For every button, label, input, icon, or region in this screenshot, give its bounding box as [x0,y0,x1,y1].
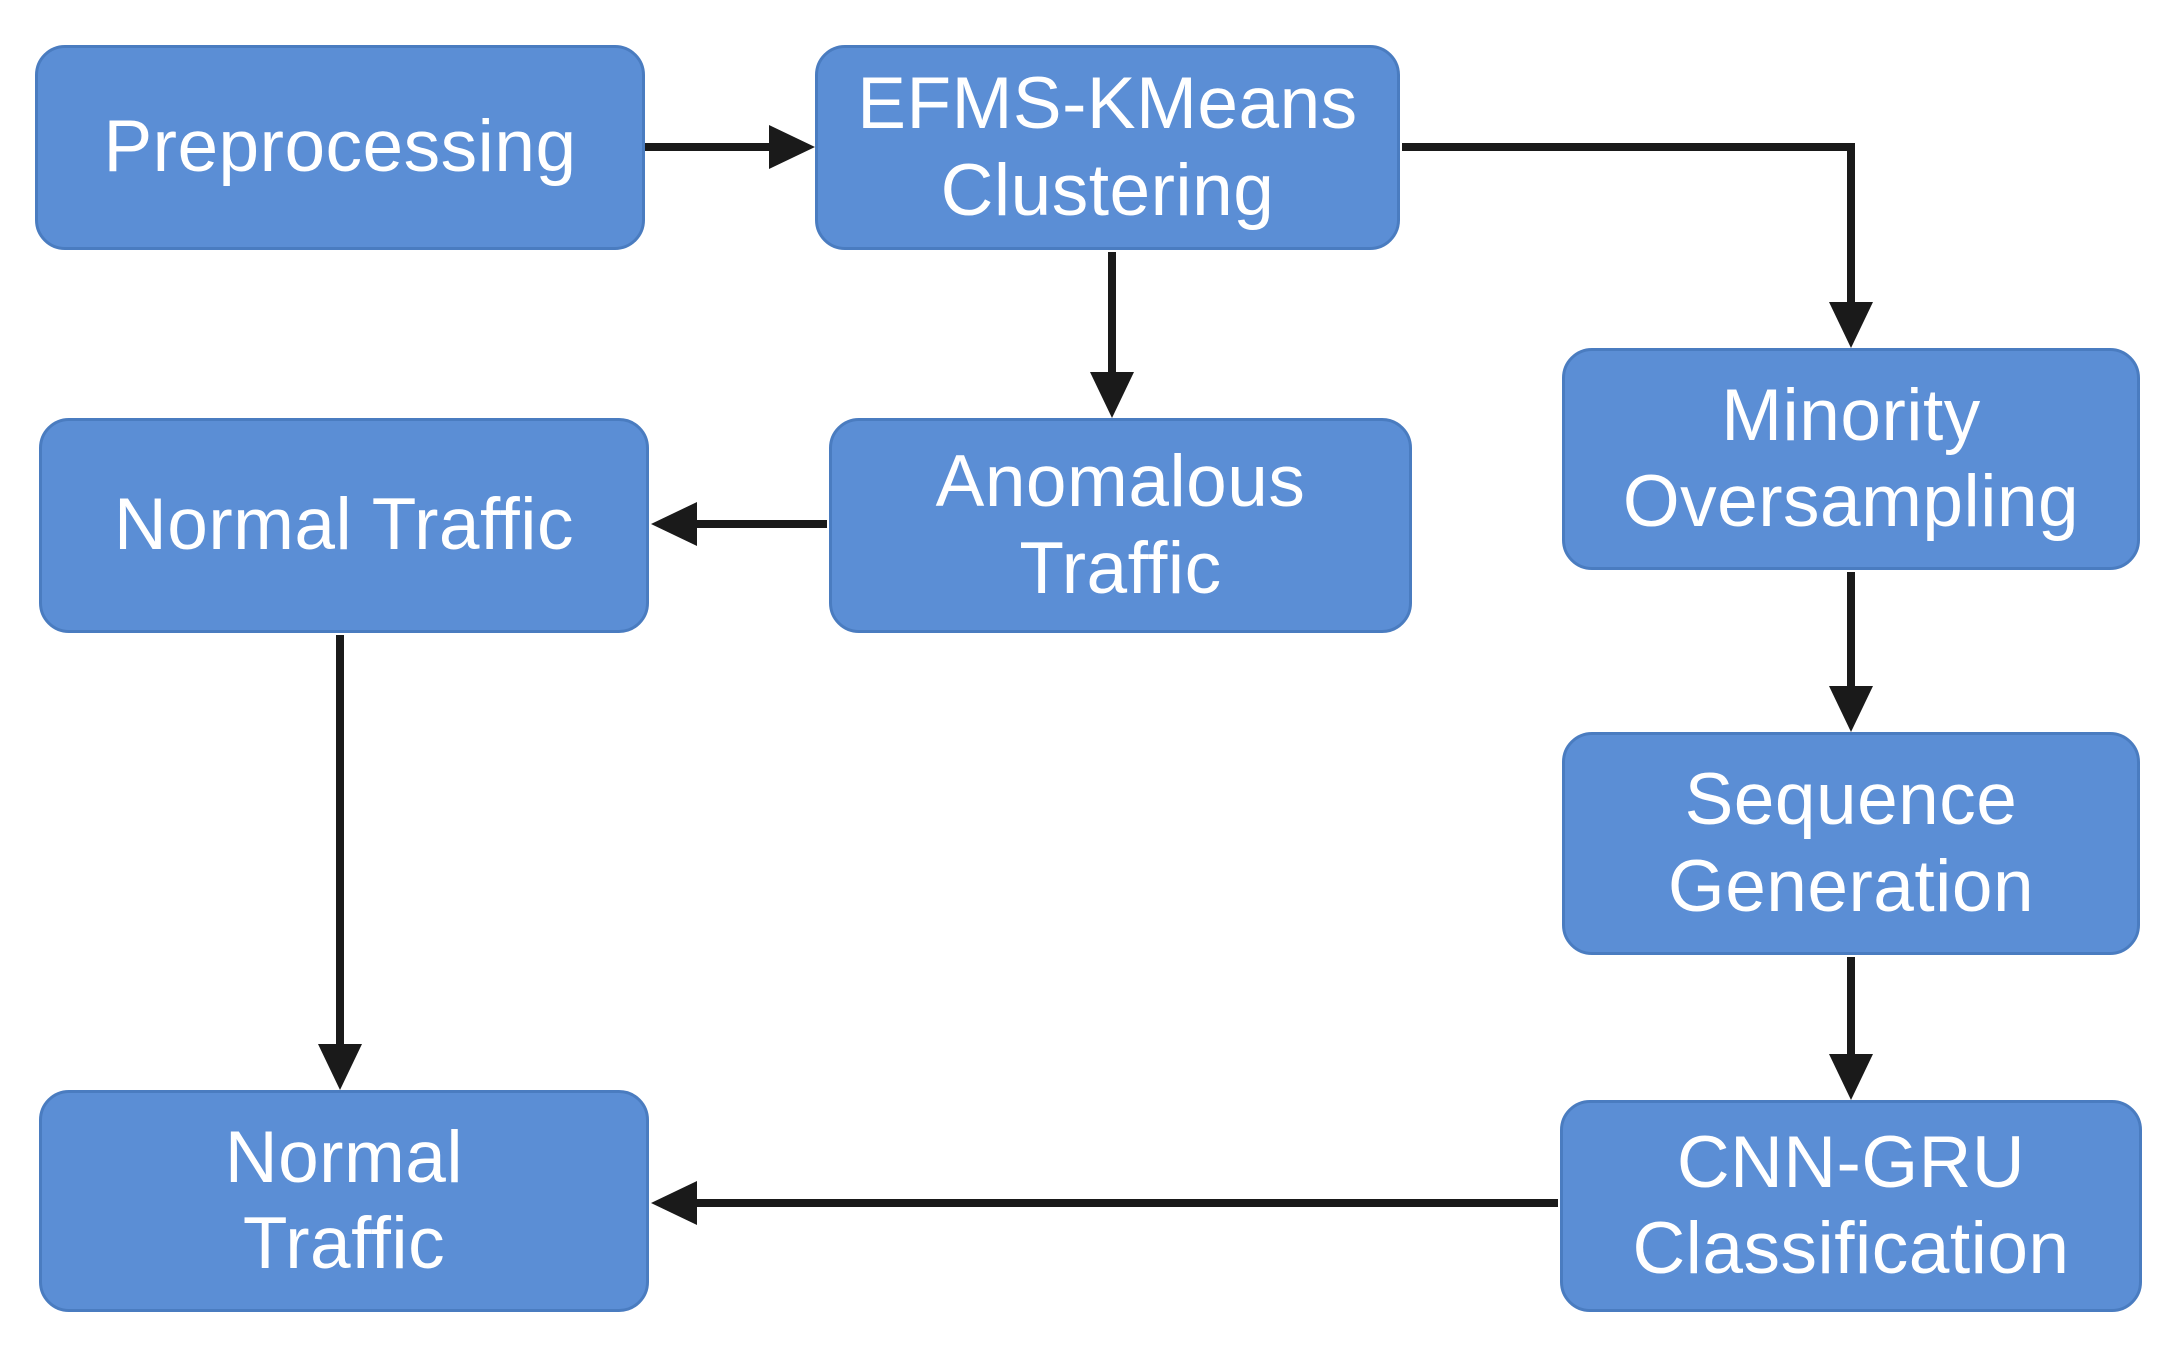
arrow-efms-to-anomalous [1090,252,1134,418]
arrow-cnn-gru-to-normal-traffic-bottom [651,1181,1558,1225]
node-cnn-gru-classification: CNN-GRU Classification [1560,1100,2142,1312]
arrow-preprocessing-to-efms [645,125,815,169]
arrow-efms-to-minority [1402,143,1873,348]
arrow-minority-to-sequence [1829,572,1873,732]
node-normal-traffic: Normal Traffic [39,418,649,633]
arrow-sequence-to-cnn-gru [1829,957,1873,1100]
node-minority-oversampling: Minority Oversampling [1562,348,2140,570]
arrow-anomalous-to-normal-traffic [651,502,827,546]
arrow-normal-traffic-to-normal-traffic-bottom [318,635,362,1090]
node-preprocessing: Preprocessing [35,45,645,250]
node-anomalous-traffic: Anomalous Traffic [829,418,1412,633]
node-sequence-generation: Sequence Generation [1562,732,2140,955]
node-efms-kmeans-clustering: EFMS-KMeans Clustering [815,45,1400,250]
node-normal-traffic-bottom: Normal Traffic [39,1090,649,1312]
